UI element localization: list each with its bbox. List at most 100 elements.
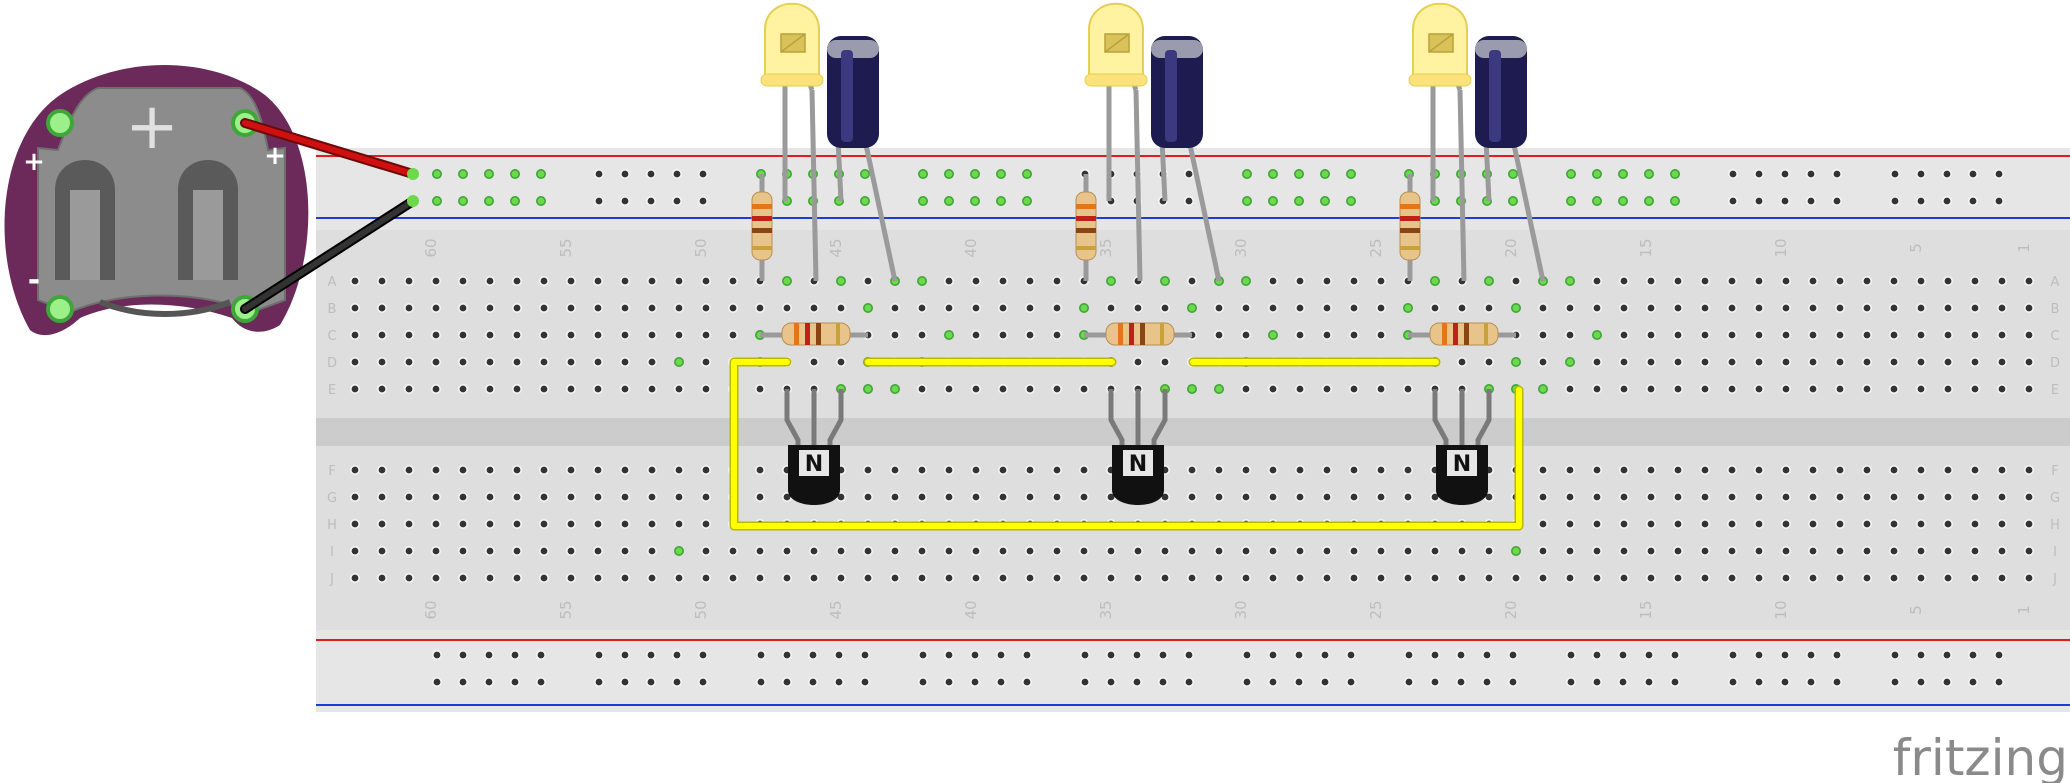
breadboard-hole[interactable] (1457, 545, 1468, 556)
breadboard-hole[interactable] (1592, 572, 1603, 583)
rail-hole[interactable] (1346, 649, 1357, 660)
breadboard-hole[interactable] (1295, 383, 1306, 394)
breadboard-hole[interactable] (538, 275, 549, 286)
rail-hole[interactable] (1132, 676, 1143, 687)
breadboard-hole[interactable] (1754, 275, 1765, 286)
breadboard-hole[interactable] (970, 491, 981, 502)
breadboard-hole[interactable] (484, 275, 495, 286)
breadboard-hole[interactable] (619, 464, 630, 475)
breadboard-hole[interactable] (403, 545, 414, 556)
breadboard-hole[interactable] (1835, 275, 1846, 286)
breadboard-hole[interactable] (511, 572, 522, 583)
rail-hole[interactable] (1566, 169, 1577, 180)
breadboard-hole[interactable] (673, 356, 684, 367)
breadboard-hole[interactable] (646, 491, 657, 502)
rail-hole[interactable] (1806, 169, 1817, 180)
breadboard-hole[interactable] (1565, 572, 1576, 583)
breadboard-hole[interactable] (1754, 572, 1765, 583)
breadboard-hole[interactable] (646, 329, 657, 340)
rail-hole[interactable] (457, 676, 468, 687)
rail-hole[interactable] (1728, 676, 1739, 687)
resistor-vertical[interactable] (751, 174, 773, 281)
breadboard-hole[interactable] (970, 464, 981, 475)
breadboard-hole[interactable] (1835, 464, 1846, 475)
breadboard-hole[interactable] (808, 545, 819, 556)
breadboard-hole[interactable] (349, 275, 360, 286)
breadboard-hole[interactable] (1943, 518, 1954, 529)
breadboard-hole[interactable] (592, 356, 603, 367)
breadboard-hole[interactable] (1970, 545, 1981, 556)
rail-hole[interactable] (1430, 676, 1441, 687)
breadboard-hole[interactable] (430, 545, 441, 556)
breadboard-hole[interactable] (1214, 464, 1225, 475)
rail-hole[interactable] (1916, 169, 1927, 180)
npn-transistor[interactable]: N (1108, 389, 1168, 505)
breadboard-hole[interactable] (349, 518, 360, 529)
rail-hole[interactable] (535, 649, 546, 660)
breadboard-hole[interactable] (1997, 356, 2008, 367)
breadboard-hole[interactable] (1835, 356, 1846, 367)
breadboard-hole[interactable] (1700, 464, 1711, 475)
breadboard-hole[interactable] (1754, 464, 1765, 475)
breadboard-hole[interactable] (1349, 302, 1360, 313)
breadboard-hole[interactable] (646, 302, 657, 313)
rail-hole[interactable] (1670, 649, 1681, 660)
breadboard-hole[interactable] (484, 491, 495, 502)
rail-hole[interactable] (1968, 196, 1979, 207)
breadboard-hole[interactable] (457, 518, 468, 529)
resistor-vertical[interactable] (1075, 174, 1097, 281)
breadboard-hole[interactable] (1511, 302, 1522, 313)
breadboard-hole[interactable] (1484, 302, 1495, 313)
rail-hole[interactable] (1268, 169, 1279, 180)
rail-hole[interactable] (431, 196, 442, 207)
breadboard-hole[interactable] (1133, 545, 1144, 556)
breadboard-hole[interactable] (1916, 491, 1927, 502)
breadboard-hole[interactable] (1268, 572, 1279, 583)
breadboard-hole[interactable] (673, 518, 684, 529)
breadboard-hole[interactable] (430, 356, 441, 367)
rail-hole[interactable] (1644, 676, 1655, 687)
breadboard-hole[interactable] (2024, 572, 2035, 583)
breadboard-hole[interactable] (1295, 464, 1306, 475)
breadboard-hole[interactable] (943, 572, 954, 583)
breadboard-hole[interactable] (1430, 302, 1441, 313)
rail-hole[interactable] (1184, 196, 1195, 207)
breadboard-hole[interactable] (1835, 329, 1846, 340)
breadboard-hole[interactable] (1646, 275, 1657, 286)
breadboard-hole[interactable] (1160, 275, 1171, 286)
breadboard-hole[interactable] (349, 383, 360, 394)
rail-hole[interactable] (671, 649, 682, 660)
breadboard-hole[interactable] (1214, 545, 1225, 556)
breadboard-hole[interactable] (1673, 491, 1684, 502)
rail-hole[interactable] (1566, 196, 1577, 207)
breadboard-hole[interactable] (1619, 518, 1630, 529)
breadboard-hole[interactable] (1241, 329, 1252, 340)
breadboard-hole[interactable] (1862, 572, 1873, 583)
breadboard-hole[interactable] (997, 383, 1008, 394)
breadboard-hole[interactable] (1538, 464, 1549, 475)
breadboard-hole[interactable] (970, 275, 981, 286)
breadboard-hole[interactable] (1673, 518, 1684, 529)
breadboard-hole[interactable] (1754, 302, 1765, 313)
breadboard-hole[interactable] (1079, 464, 1090, 475)
rail-hole[interactable] (1346, 676, 1357, 687)
breadboard-hole[interactable] (403, 275, 414, 286)
breadboard-hole[interactable] (1079, 383, 1090, 394)
breadboard-hole[interactable] (1619, 275, 1630, 286)
rail-hole[interactable] (1508, 196, 1519, 207)
breadboard-hole[interactable] (592, 545, 603, 556)
rail-hole[interactable] (1482, 676, 1493, 687)
breadboard-hole[interactable] (916, 302, 927, 313)
breadboard-hole[interactable] (538, 302, 549, 313)
rail-hole[interactable] (457, 196, 468, 207)
breadboard-hole[interactable] (1187, 383, 1198, 394)
breadboard-hole[interactable] (1511, 545, 1522, 556)
rail-hole[interactable] (781, 676, 792, 687)
rail-hole[interactable] (1508, 649, 1519, 660)
rail-hole[interactable] (943, 649, 954, 660)
breadboard-hole[interactable] (511, 302, 522, 313)
breadboard-hole[interactable] (457, 329, 468, 340)
breadboard-hole[interactable] (1970, 302, 1981, 313)
rail-hole[interactable] (1158, 676, 1169, 687)
breadboard-hole[interactable] (457, 545, 468, 556)
